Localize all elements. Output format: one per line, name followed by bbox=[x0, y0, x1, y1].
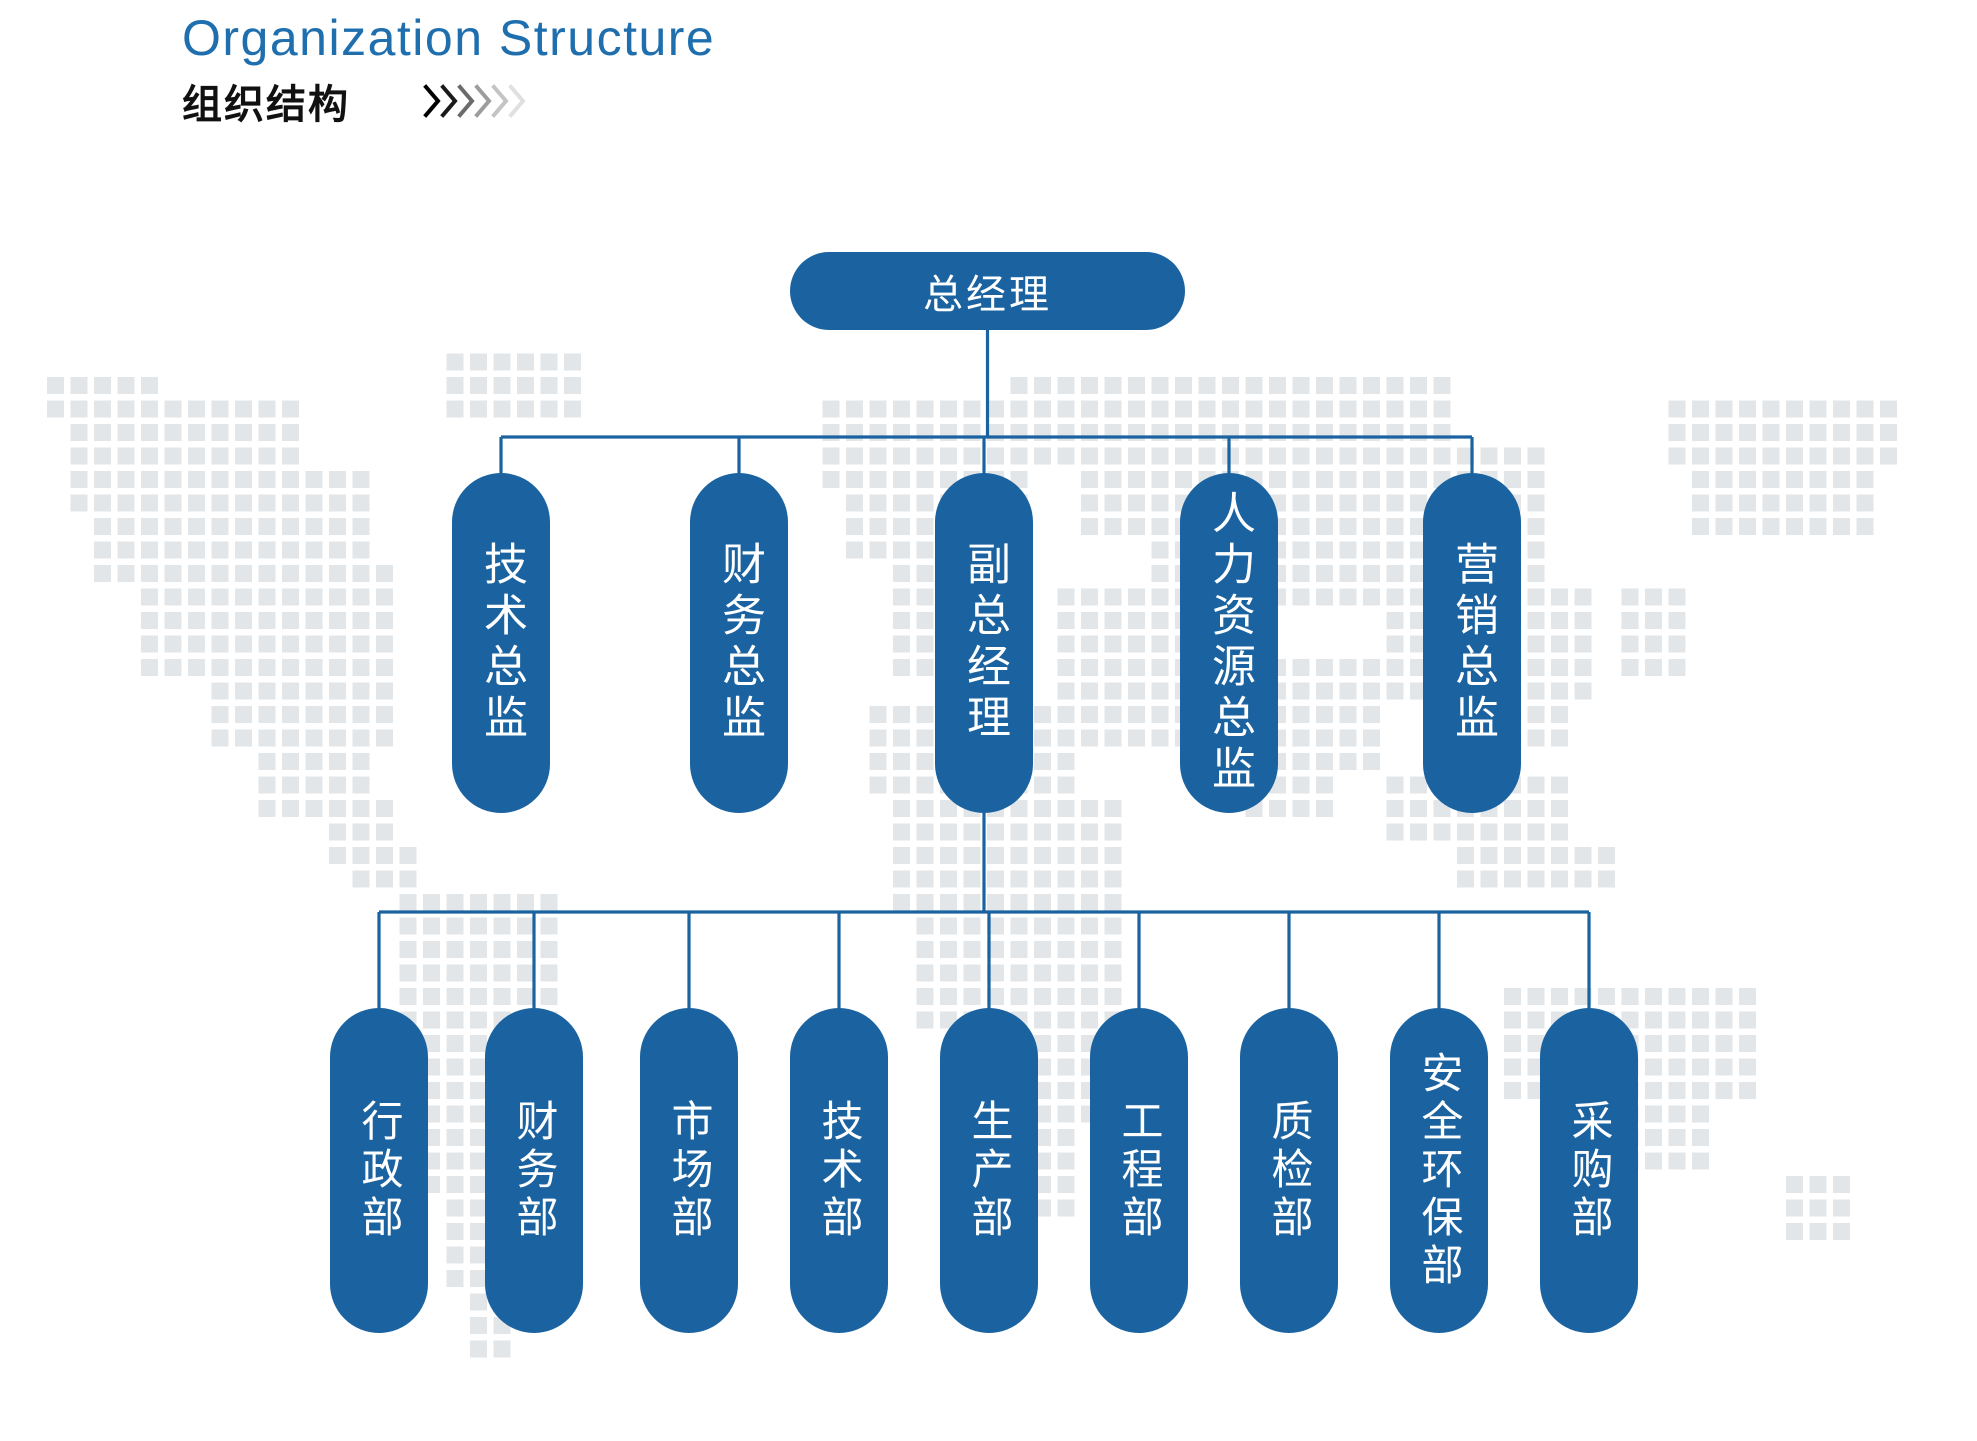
org-node-admin-dept[interactable]: 行政部 bbox=[330, 1008, 428, 1333]
org-node-gm[interactable]: 总经理 bbox=[790, 252, 1185, 330]
subtitle-row: 组织结构 bbox=[182, 72, 715, 130]
node-label: 采购部 bbox=[1566, 1098, 1613, 1243]
node-label: 行政部 bbox=[356, 1098, 403, 1243]
org-node-safety-env-dept[interactable]: 安全环保部 bbox=[1390, 1008, 1488, 1333]
chevron-right-icon bbox=[474, 83, 492, 118]
node-label: 工程部 bbox=[1116, 1098, 1163, 1243]
org-node-marketing-director[interactable]: 营销总监 bbox=[1423, 473, 1521, 813]
chevron-right-icon bbox=[508, 83, 526, 118]
page-header: Organization Structure 组织结构 bbox=[182, 10, 715, 130]
org-node-tech-director[interactable]: 技术总监 bbox=[452, 473, 550, 813]
node-label: 质检部 bbox=[1266, 1098, 1313, 1243]
page-title-english: Organization Structure bbox=[182, 10, 716, 66]
node-label: 安全环保部 bbox=[1416, 1050, 1463, 1291]
node-label: 营销总监 bbox=[1448, 541, 1497, 745]
chevron-right-icon bbox=[423, 83, 441, 118]
node-label: 财务部 bbox=[511, 1098, 558, 1243]
node-label: 市场部 bbox=[666, 1098, 713, 1243]
org-node-tech-dept[interactable]: 技术部 bbox=[790, 1008, 888, 1333]
org-node-market-dept[interactable]: 市场部 bbox=[640, 1008, 738, 1333]
chevron-right-icon bbox=[440, 83, 458, 118]
org-node-engineering-dept[interactable]: 工程部 bbox=[1090, 1008, 1188, 1333]
org-node-finance-director[interactable]: 财务总监 bbox=[690, 473, 788, 813]
chevron-right-icon bbox=[457, 83, 475, 118]
node-label: 财务总监 bbox=[715, 541, 764, 745]
node-label: 技术总监 bbox=[477, 541, 526, 745]
page-title-chinese: 组织结构 bbox=[182, 82, 350, 127]
org-node-purchasing-dept[interactable]: 采购部 bbox=[1540, 1008, 1638, 1333]
node-label: 副总经理 bbox=[960, 541, 1009, 745]
org-node-deputy-gm[interactable]: 副总经理 bbox=[935, 473, 1033, 813]
org-node-finance-dept[interactable]: 财务部 bbox=[485, 1008, 583, 1333]
chevron-decoration bbox=[422, 81, 526, 121]
node-label: 技术部 bbox=[816, 1098, 863, 1243]
node-label: 总经理 bbox=[923, 273, 1052, 317]
org-node-production-dept[interactable]: 生产部 bbox=[940, 1008, 1038, 1333]
org-node-qc-dept[interactable]: 质检部 bbox=[1240, 1008, 1338, 1333]
chevron-right-icon bbox=[491, 83, 509, 118]
org-node-hr-director[interactable]: 人力资源总监 bbox=[1180, 473, 1278, 813]
node-label: 人力资源总监 bbox=[1205, 490, 1254, 796]
node-label: 生产部 bbox=[966, 1098, 1013, 1243]
